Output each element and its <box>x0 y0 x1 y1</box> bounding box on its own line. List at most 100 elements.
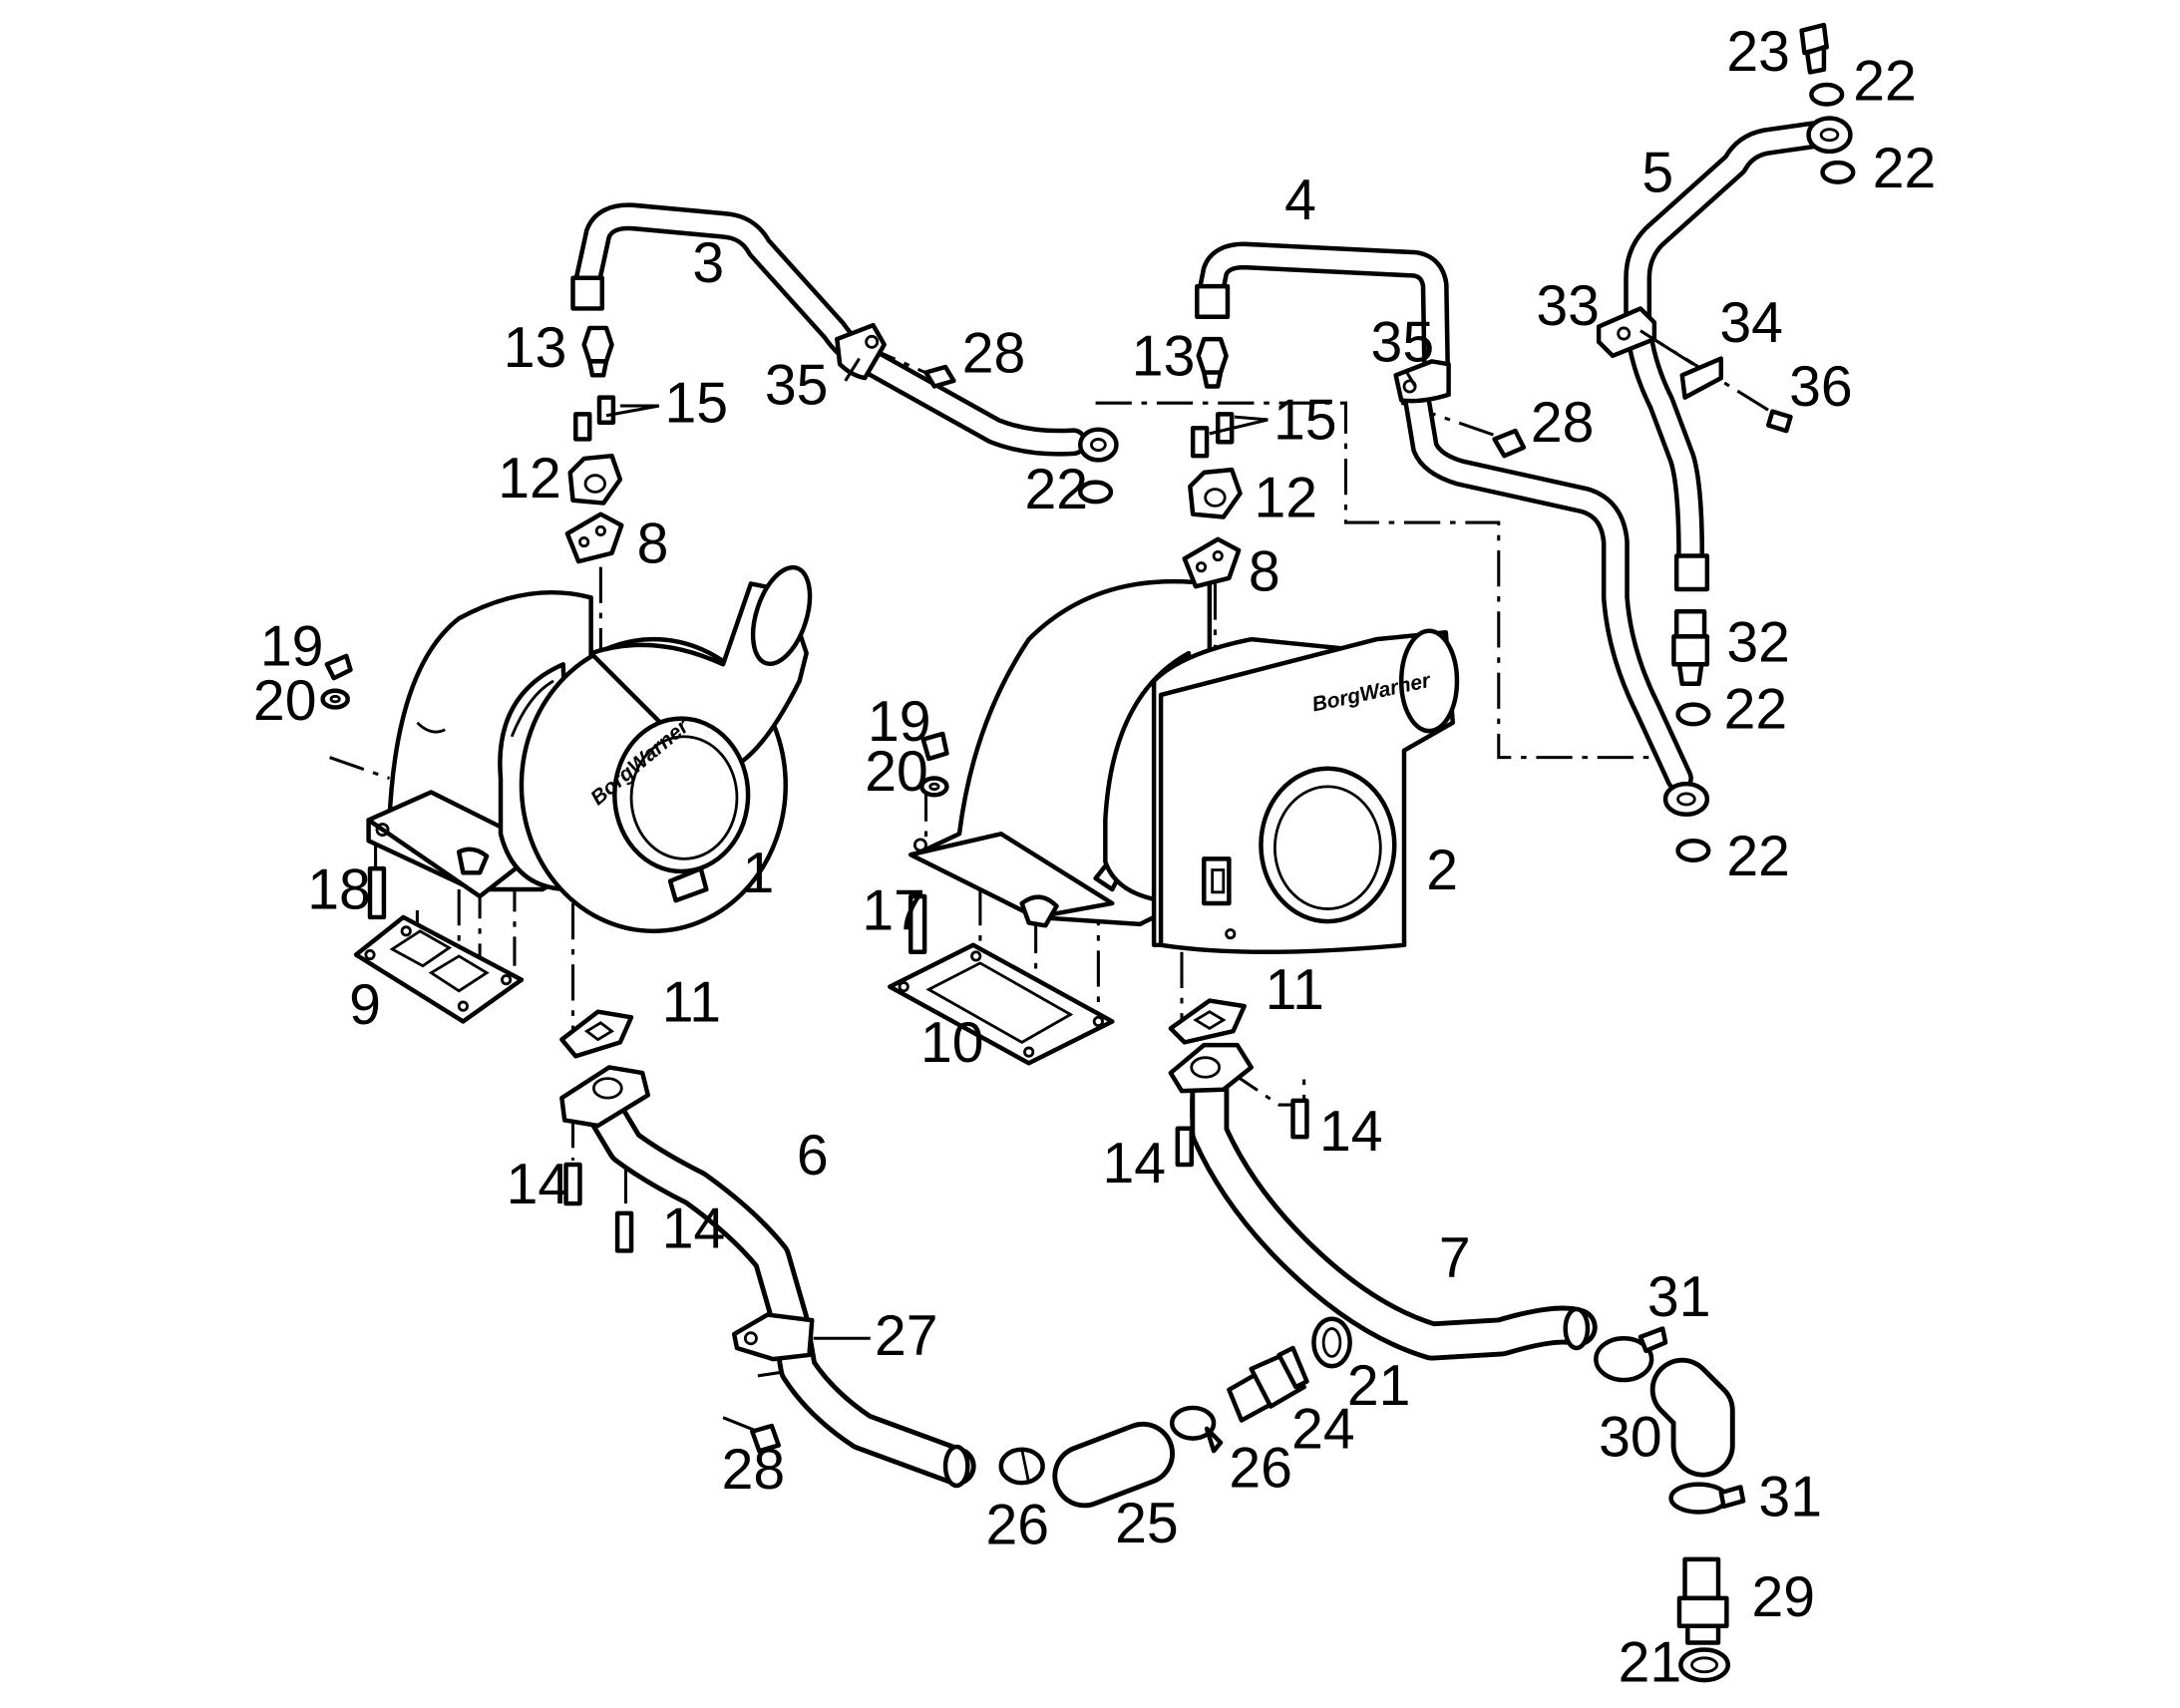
washer-20-right <box>919 776 949 798</box>
callout-15-right: 15 <box>1273 388 1337 452</box>
callout-14-d: 14 <box>1319 1100 1383 1164</box>
bolt-14-c <box>1175 1126 1194 1168</box>
bolt-14-d <box>1290 1098 1309 1140</box>
seal-21-b <box>1678 1647 1730 1683</box>
callout-6: 6 <box>797 1124 829 1188</box>
callout-14-c: 14 <box>1103 1132 1167 1196</box>
callout-33: 33 <box>1536 274 1600 338</box>
hose-clamp-31-b <box>1668 1482 1746 1515</box>
callout-35-right: 35 <box>1371 310 1435 374</box>
callout-19-right: 19 <box>868 690 931 754</box>
callout-29: 29 <box>1751 1565 1815 1629</box>
callout-36: 36 <box>1789 355 1853 419</box>
callout-21-b: 21 <box>1619 1631 1682 1695</box>
flange-12-right <box>1188 467 1243 519</box>
callout-24: 24 <box>1291 1397 1355 1461</box>
bolt-28-a <box>923 364 956 389</box>
turbocharger-2: BorgWarner <box>908 578 1460 954</box>
hose-clamp-31-a <box>1594 1326 1668 1383</box>
plate-34 <box>1679 356 1724 400</box>
callout-15-left: 15 <box>664 372 728 436</box>
callout-pointers <box>605 329 1694 1340</box>
callout-31-b: 31 <box>1758 1466 1822 1530</box>
washer-22-e <box>1675 839 1711 863</box>
callout-8-left: 8 <box>637 512 669 575</box>
callout-3: 3 <box>692 231 724 295</box>
callout-10: 10 <box>920 1011 984 1075</box>
callout-22-a: 22 <box>1853 49 1917 113</box>
callout-8-right: 8 <box>1249 539 1280 603</box>
bolt-28-c <box>750 1423 782 1454</box>
callout-7: 7 <box>1439 1226 1471 1290</box>
callout-14-a: 14 <box>507 1153 570 1216</box>
callout-11-right: 11 <box>1266 958 1324 1022</box>
callout-12-right: 12 <box>1254 466 1317 529</box>
gasket-8-right <box>1182 536 1242 589</box>
fitting-13-left <box>581 325 614 378</box>
flange-12-left <box>567 453 623 506</box>
callout-4: 4 <box>1284 169 1316 232</box>
callout-labels: 1 2 3 4 5 6 7 8 8 9 10 11 11 12 12 13 13… <box>253 20 1936 1694</box>
bolt-14-b <box>614 1210 634 1253</box>
callout-11-left: 11 <box>662 970 721 1034</box>
adapter-29 <box>1676 1556 1729 1645</box>
bolt-28-b <box>1492 428 1527 459</box>
callout-22-d: 22 <box>1724 677 1788 741</box>
callout-26-b: 26 <box>985 1494 1049 1557</box>
callout-28-a: 28 <box>962 322 1026 386</box>
callout-13-right: 13 <box>1132 324 1196 388</box>
oil-feed-pipe-4 <box>1195 241 1710 818</box>
callout-9: 9 <box>349 973 381 1037</box>
seal-21-a <box>1311 1316 1352 1369</box>
callout-26-a: 26 <box>1229 1436 1292 1500</box>
bolts-15-left <box>573 395 616 442</box>
callout-31-a: 31 <box>1647 1265 1711 1329</box>
callout-27: 27 <box>875 1304 938 1368</box>
hose-clamp-26-b <box>998 1447 1045 1486</box>
washer-22-b <box>1820 160 1856 184</box>
gasket-11-right <box>1168 998 1247 1045</box>
callout-32: 32 <box>1726 610 1790 674</box>
gasket-11-left <box>559 1009 634 1059</box>
bolt-36 <box>1765 409 1793 434</box>
stud-17 <box>908 893 927 954</box>
nut-19-left <box>324 653 353 681</box>
callout-5: 5 <box>1641 141 1673 204</box>
callout-34: 34 <box>1719 291 1783 355</box>
banjo-bolt-32 <box>1671 609 1710 686</box>
washer-22-d <box>1675 702 1711 727</box>
gasket-9 <box>353 914 525 1024</box>
washer-22-c <box>1078 480 1114 505</box>
callout-28-c: 28 <box>722 1438 786 1502</box>
callout-1: 1 <box>743 842 775 905</box>
nut-19-right <box>920 731 949 762</box>
washer-22-a <box>1809 82 1845 107</box>
callout-19-left: 19 <box>260 615 324 679</box>
fitting-13-right <box>1196 336 1229 389</box>
callout-22-e: 22 <box>1726 825 1790 888</box>
oil-drain-pipe-7 <box>1168 1042 1598 1361</box>
callout-2: 2 <box>1426 839 1458 902</box>
stud-18 <box>367 865 387 920</box>
callout-20-right: 20 <box>865 740 928 804</box>
callout-23: 23 <box>1726 20 1790 84</box>
callout-22-b: 22 <box>1873 137 1937 200</box>
callout-25: 25 <box>1115 1492 1179 1555</box>
gasket-8-left <box>564 512 624 564</box>
callout-30: 30 <box>1599 1406 1662 1470</box>
callout-17: 17 <box>862 878 925 942</box>
turbocharger-1: BorgWarner <box>366 564 813 934</box>
adapter-24 <box>1227 1345 1309 1423</box>
callout-14-b: 14 <box>662 1197 726 1261</box>
callout-20-left: 20 <box>253 669 317 733</box>
hose-clamp-26-a <box>1170 1405 1224 1454</box>
callout-22-c: 22 <box>1024 458 1088 521</box>
callout-18: 18 <box>307 858 371 922</box>
oil-drain-pipe-6 <box>559 1065 976 1489</box>
plug-23 <box>1799 22 1829 75</box>
oil-feed-pipe-3 <box>570 202 1119 463</box>
bolts-15-right <box>1190 412 1235 459</box>
callout-21-a: 21 <box>1347 1354 1411 1418</box>
washer-20-left <box>320 688 350 710</box>
